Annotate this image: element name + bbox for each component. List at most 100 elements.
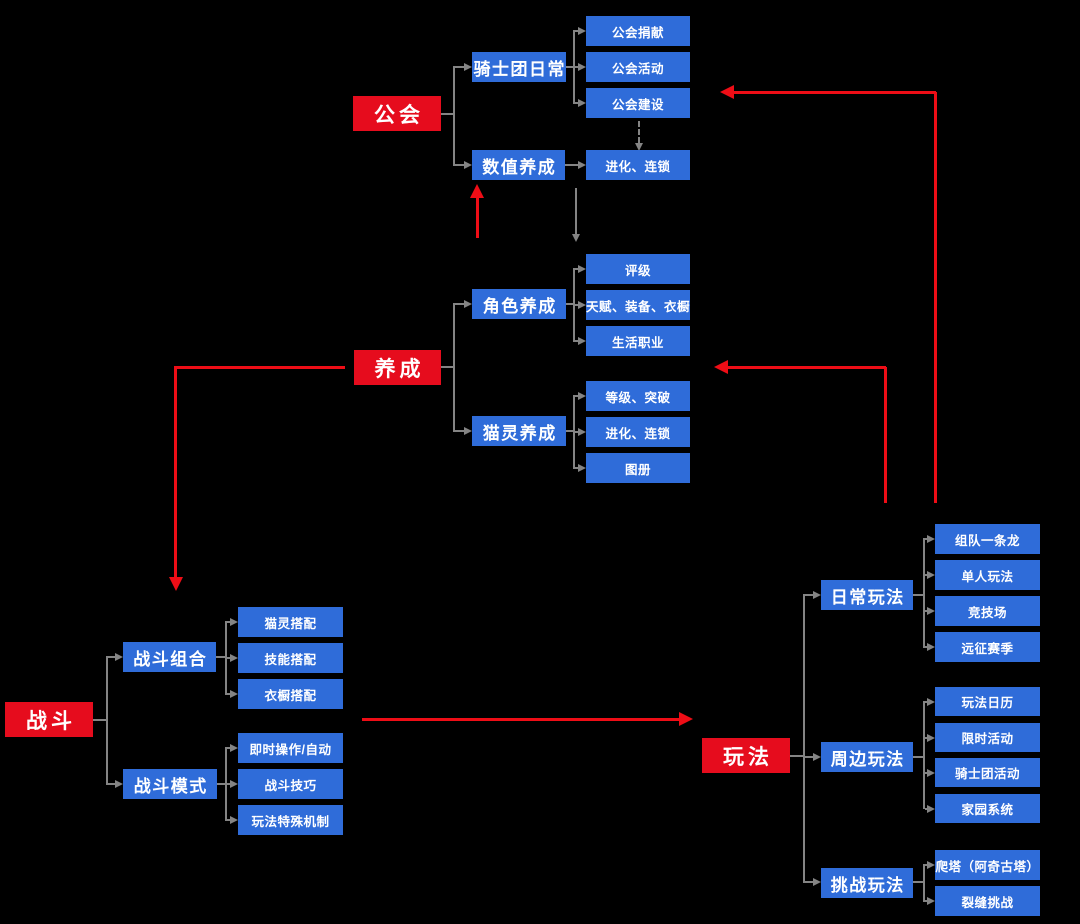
grey-arrowhead-right [230, 618, 238, 626]
grey-arrowhead-right [927, 535, 935, 543]
connector-line [913, 756, 923, 758]
connector-line [805, 756, 814, 758]
node-solo-gameplay: 单人玩法 [935, 560, 1040, 590]
connector-line [455, 164, 466, 166]
node-life-profession: 生活职业 [586, 326, 690, 356]
connector-line [441, 366, 453, 368]
flow-arrow-line [734, 91, 936, 94]
connector-line [805, 881, 814, 883]
grey-arrowhead-down [635, 143, 643, 151]
connector-line [106, 656, 108, 785]
connector-line [216, 656, 225, 658]
connector-line [453, 66, 455, 166]
grey-arrowhead-right [230, 780, 238, 788]
node-evolution-chain: 进化、连锁 [586, 150, 690, 180]
red-arrowhead-up [470, 184, 484, 198]
node-guild-construction: 公会建设 [586, 88, 690, 118]
node-guild: 公会 [353, 96, 441, 131]
grey-arrowhead-right [578, 301, 586, 309]
grey-arrowhead-right [464, 300, 472, 308]
node-limited-time-event: 限时活动 [935, 723, 1040, 752]
flow-arrow-line [728, 366, 886, 369]
connector-line [441, 113, 453, 115]
grey-arrowhead-right [927, 571, 935, 579]
connector-line [923, 701, 925, 809]
grey-arrowhead-right [927, 805, 935, 813]
node-evolution-chain-cat: 进化、连锁 [586, 417, 690, 447]
node-gameplay-calendar: 玩法日历 [935, 687, 1040, 716]
grey-arrowhead-right [464, 161, 472, 169]
connector-line [227, 621, 232, 623]
red-arrowhead-left [720, 85, 734, 99]
node-special-mechanics: 玩法特殊机制 [238, 805, 343, 835]
grey-arrowhead-right [230, 654, 238, 662]
grey-arrowhead-right [927, 861, 935, 869]
node-homestead-system: 家园系统 [935, 794, 1040, 823]
connector-line [566, 66, 573, 68]
grey-arrowhead-right [927, 769, 935, 777]
grey-arrowhead-right [578, 464, 586, 472]
grey-arrowhead-right [578, 161, 586, 169]
connector-line [227, 819, 232, 821]
node-knight-order-event: 骑士团活动 [935, 758, 1040, 787]
red-arrowhead-down [169, 577, 183, 591]
node-rift-challenge: 裂缝挑战 [935, 886, 1040, 916]
connector-line [217, 783, 225, 785]
node-collection-album: 图册 [586, 453, 690, 483]
connector-line [573, 268, 575, 342]
node-level-breakthrough: 等级、突破 [586, 381, 690, 411]
grey-arrowhead-right [464, 427, 472, 435]
node-guild-activity: 公会活动 [586, 52, 690, 82]
node-talent-gear-wardrobe: 天赋、装备、衣橱 [586, 290, 690, 320]
connector-line [455, 430, 466, 432]
node-knight-order-daily: 骑士团日常 [472, 52, 566, 82]
grey-arrowhead-right [115, 780, 123, 788]
grey-arrowhead-right [927, 698, 935, 706]
grey-arrowhead-right [578, 428, 586, 436]
connector-line [225, 621, 227, 695]
grey-arrowhead-right [927, 897, 935, 905]
connector-line [923, 538, 925, 648]
node-combat: 战斗 [5, 702, 93, 737]
connector-line [565, 164, 580, 166]
node-wardrobe-loadout: 衣橱搭配 [238, 679, 343, 709]
node-stat-progression: 数值养成 [472, 150, 565, 180]
grey-arrowhead-right [464, 63, 472, 71]
grey-arrowhead-right [578, 265, 586, 273]
flow-arrow-line [362, 718, 679, 721]
grey-arrowhead-right [115, 653, 123, 661]
connector-line [455, 66, 466, 68]
node-realtime-or-auto: 即时操作/自动 [238, 733, 343, 763]
connector-line [923, 864, 925, 902]
grey-arrowhead-right [578, 337, 586, 345]
grey-arrowhead-right [578, 99, 586, 107]
connector-line [913, 594, 923, 596]
connector-line [638, 121, 640, 143]
connector-line [573, 30, 575, 104]
node-guild-donation: 公会捐献 [586, 16, 690, 46]
node-team-one-dragon: 组队一条龙 [935, 524, 1040, 554]
node-expedition-season: 远征赛季 [935, 632, 1040, 662]
grey-arrowhead-right [230, 744, 238, 752]
connector-line [108, 783, 116, 785]
node-rating: 评级 [586, 254, 690, 284]
connector-line [108, 656, 116, 658]
node-gameplay: 玩法 [702, 738, 790, 773]
connector-line [575, 188, 577, 234]
grey-arrowhead-right [578, 63, 586, 71]
connector-line [93, 719, 106, 721]
node-character-progression: 角色养成 [472, 289, 566, 319]
node-challenge-gameplay: 挑战玩法 [821, 868, 913, 898]
grey-arrowhead-right [927, 643, 935, 651]
connector-line [566, 303, 573, 305]
red-arrowhead-right [679, 712, 693, 726]
node-cat-spirit-progression: 猫灵养成 [472, 416, 566, 446]
connector-line [566, 430, 573, 432]
flow-arrow-line [934, 92, 937, 503]
grey-arrowhead-right [927, 734, 935, 742]
flow-arrow-line [174, 366, 177, 578]
connector-line [455, 303, 466, 305]
grey-arrowhead-down [572, 234, 580, 242]
connector-line [573, 395, 575, 469]
